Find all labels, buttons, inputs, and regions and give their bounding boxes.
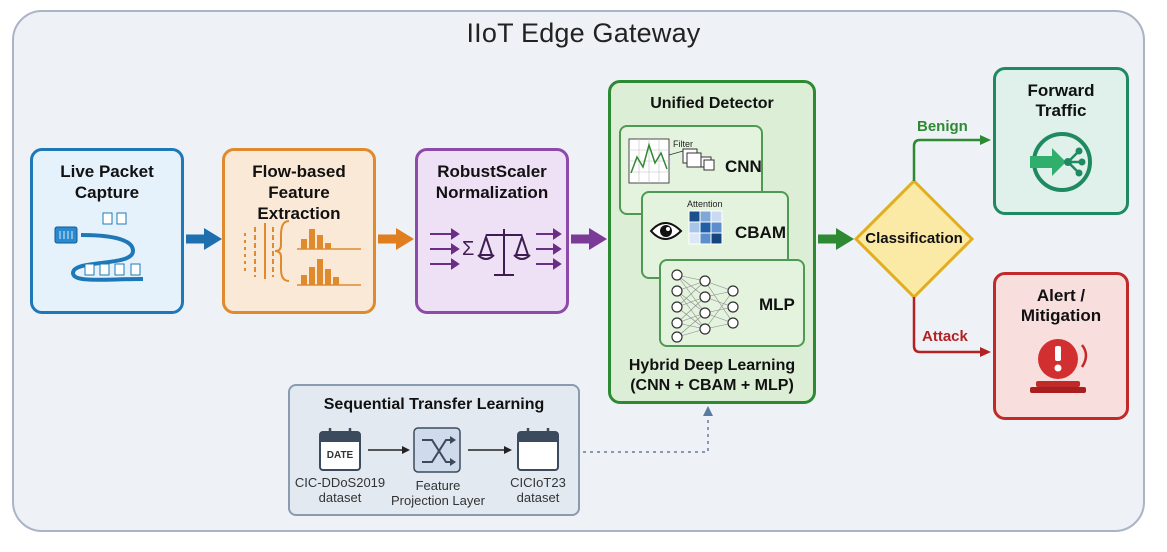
detector-footer-line1: Hybrid Deep Learning (628, 357, 796, 374)
calendar-icon-source (319, 428, 361, 471)
ethernet-cable-icon (54, 212, 144, 282)
cnn-label: CNN (725, 157, 762, 176)
detector-footer-line2: (CNN + CBAM + MLP) (630, 377, 794, 394)
capture-title-line1: Live Packet (60, 162, 154, 181)
cbam-label: CBAM (735, 223, 786, 242)
benign-branch-arrow (912, 135, 991, 181)
alert-title-line2: Mitigation (1020, 306, 1102, 325)
transfer-title: Sequential Transfer Learning (323, 396, 545, 413)
forward-title-line2: Traffic (1035, 101, 1087, 120)
histogram-icon (244, 220, 361, 286)
detector-to-classification-arrow (818, 228, 854, 250)
filter-label: Filter (673, 139, 693, 149)
scaler-to-detector-arrow (571, 228, 607, 250)
sequential-transfer-learning-box: Sequential Transfer Learning (288, 384, 580, 516)
benign-label: Benign (917, 118, 968, 135)
projection-line2: Projection Layer (391, 493, 485, 508)
forward-title-line1: Forward (1027, 81, 1095, 100)
forward-routing-icon (1030, 132, 1092, 192)
neural-network-icon (671, 269, 739, 343)
source-dataset-line1: CIC-DDoS2019 (294, 475, 386, 490)
transfer-to-detector-arrow (583, 406, 713, 453)
shuffle-icon (413, 427, 461, 473)
normalization-icon (430, 228, 562, 276)
gateway-title: IIoT Edge Gateway (466, 18, 701, 48)
scaler-title-line2: Normalization (435, 183, 549, 202)
scaler-title-line1: RobustScaler (437, 162, 547, 181)
balance-scale-icon (477, 229, 531, 276)
alert-title-line1: Alert / (1036, 286, 1086, 305)
target-dataset-line1: CICIoT23 (510, 475, 566, 490)
date-icon-label: DATE (326, 450, 354, 461)
alert-mitigation-box: Alert / Mitigation (993, 272, 1129, 420)
flow-to-scaler-arrow (378, 228, 414, 250)
attention-label: Attention (687, 199, 723, 209)
mlp-label: MLP (759, 295, 795, 314)
flow-title-line1: Flow-based (252, 162, 346, 181)
capture-title-line2: Capture (74, 183, 140, 202)
alarm-bell-icon (1030, 339, 1088, 393)
projection-line1: Feature (415, 478, 461, 493)
attention-icon (649, 210, 723, 245)
mlp-card: MLP (659, 259, 805, 347)
classification-label: Classification (865, 230, 963, 247)
eye-icon (649, 222, 683, 240)
forward-traffic-box: Forward Traffic (993, 67, 1129, 215)
transfer-pipeline-icons (319, 427, 559, 473)
robustscaler-box: RobustScaler Normalization Σ (415, 148, 569, 314)
attack-branch-arrow (912, 297, 991, 357)
unified-detector-box: Unified Detector Filter CNN (608, 80, 816, 404)
live-packet-capture-box: Live Packet Capture (30, 148, 184, 314)
cnn-filter-icon (628, 138, 715, 184)
target-dataset-line2: dataset (516, 490, 560, 505)
flow-title-line2: Feature Extraction (257, 183, 341, 223)
sigma-symbol: Σ (462, 238, 475, 260)
attack-label: Attack (922, 328, 968, 345)
capture-to-flow-arrow (186, 228, 222, 250)
calendar-icon-target (517, 428, 559, 471)
source-dataset-line2: dataset (318, 490, 362, 505)
feature-extraction-box: Flow-based Feature Extraction (222, 148, 376, 314)
detector-title: Unified Detector (650, 95, 774, 112)
